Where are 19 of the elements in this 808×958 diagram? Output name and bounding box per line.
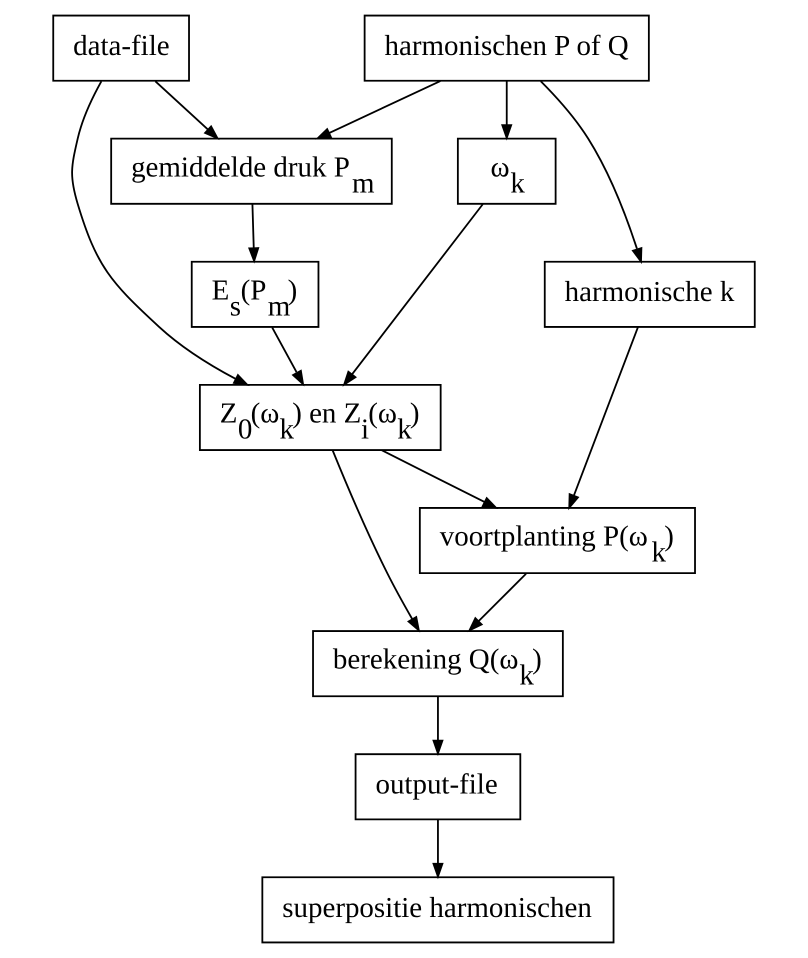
arrow	[468, 573, 527, 632]
arrow	[71, 81, 250, 386]
node-box: harmonischen P of Q	[364, 14, 650, 82]
arrow	[568, 327, 639, 510]
node-box: data-file	[52, 14, 190, 82]
arrow	[432, 696, 444, 756]
arrow	[154, 80, 220, 140]
arrow	[501, 81, 512, 141]
node-box: harmonische k	[544, 260, 756, 328]
arrow	[382, 450, 498, 510]
arrow	[315, 80, 441, 140]
arrow	[271, 327, 304, 386]
arrow	[342, 204, 484, 387]
arrow	[332, 450, 420, 633]
node-box: output-file	[354, 753, 522, 820]
arrow	[432, 820, 444, 880]
arrow	[540, 80, 642, 264]
node-box: superpositie harmonischen	[261, 876, 614, 944]
arrow	[248, 204, 260, 264]
